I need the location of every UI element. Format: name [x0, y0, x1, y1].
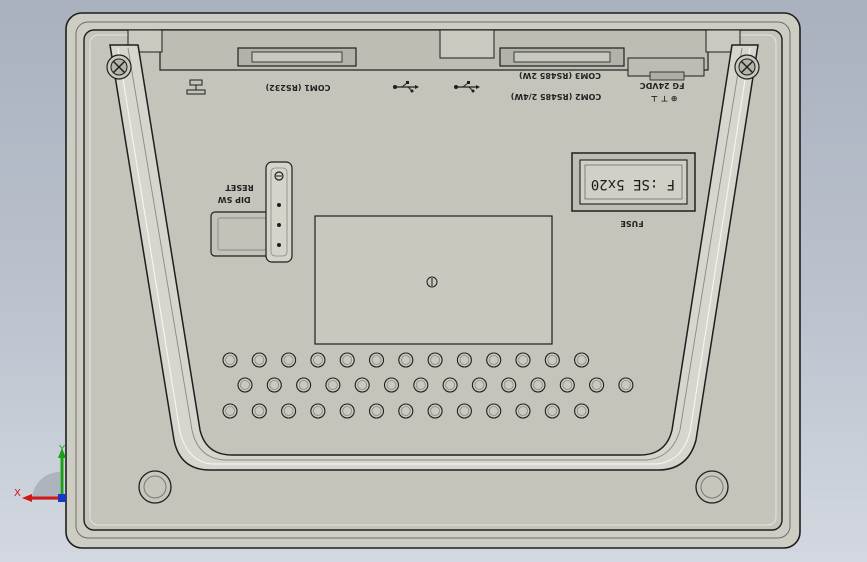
vent-hole [339, 403, 355, 419]
power-label: FG 24VDC [640, 81, 685, 90]
vent-hole [281, 403, 297, 419]
vent-hole [281, 352, 297, 368]
vent-hole [310, 352, 326, 368]
vent-hole [368, 403, 385, 419]
dip-pin [277, 223, 281, 227]
vent-hole [471, 377, 487, 393]
vent-hole [310, 403, 326, 419]
mounting-bracket [109, 44, 759, 471]
vent-hole [544, 403, 560, 419]
fuse-rating: F :SE 5x20 [591, 176, 675, 192]
vent-hole [296, 377, 312, 393]
vent-hole [354, 377, 370, 393]
vent-hole [398, 352, 414, 368]
dip-pin [277, 243, 281, 247]
vent-hole [442, 377, 458, 393]
vent-hole [501, 377, 517, 393]
label-recess [314, 215, 553, 345]
axis-x-label: X [14, 488, 21, 499]
screw-top-left [106, 54, 132, 80]
axis-y-label: Y [58, 444, 66, 455]
network-icon [186, 79, 206, 95]
vent-hole [339, 352, 355, 368]
fuse-holder[interactable]: F :SE 5x20 [571, 152, 696, 212]
vent-hole [251, 403, 267, 419]
com1-label: COM1 (RS232) [266, 83, 331, 92]
reset-label: RESET [225, 183, 254, 192]
vent-hole [237, 377, 253, 393]
vent-hole [368, 352, 385, 368]
vent-hole [456, 352, 472, 368]
ventilation-grille [222, 352, 634, 419]
axis-triad: X Y [14, 444, 66, 502]
dip-switch-label: DIP SW [218, 195, 251, 204]
vent-hole [222, 403, 238, 419]
connector-bay [127, 29, 741, 81]
vent-hole [486, 403, 502, 419]
dip-switch-slot[interactable] [210, 211, 272, 257]
vent-hole [266, 377, 282, 393]
vent-hole [251, 352, 267, 368]
vent-hole [456, 403, 472, 419]
com3-label: COM3 (RS485 2W) [519, 71, 601, 80]
vent-hole [427, 403, 443, 419]
vent-hole [530, 377, 546, 393]
vent-hole [559, 377, 575, 393]
screw-top-right [734, 54, 760, 80]
reset-button[interactable] [274, 171, 284, 181]
vent-hole [515, 352, 531, 368]
vent-hole [544, 352, 560, 368]
vent-hole [618, 377, 634, 393]
com2-label: COM2 (RS485 2/4W) [511, 92, 602, 101]
usb-icon[interactable] [393, 81, 419, 93]
vent-hole [515, 403, 531, 419]
axis-z-marker [58, 494, 66, 502]
usb-icon[interactable] [454, 81, 480, 93]
vent-hole [398, 403, 414, 419]
vent-hole [413, 377, 429, 393]
vent-hole [486, 352, 502, 368]
vent-hole [574, 352, 590, 368]
label-screw [426, 276, 438, 288]
vent-hole [222, 352, 238, 368]
vent-hole [427, 352, 443, 368]
fuse-label: FUSE [620, 219, 643, 228]
dip-pin [277, 203, 281, 207]
vent-hole [574, 403, 590, 419]
vent-hole [325, 377, 341, 393]
vent-hole [383, 377, 400, 393]
dip-switch-area: RESET DIP SW [210, 161, 293, 263]
power-terminal-symbols: ⊕ ⊤ ⊥ [651, 94, 678, 103]
vent-hole [589, 377, 605, 393]
